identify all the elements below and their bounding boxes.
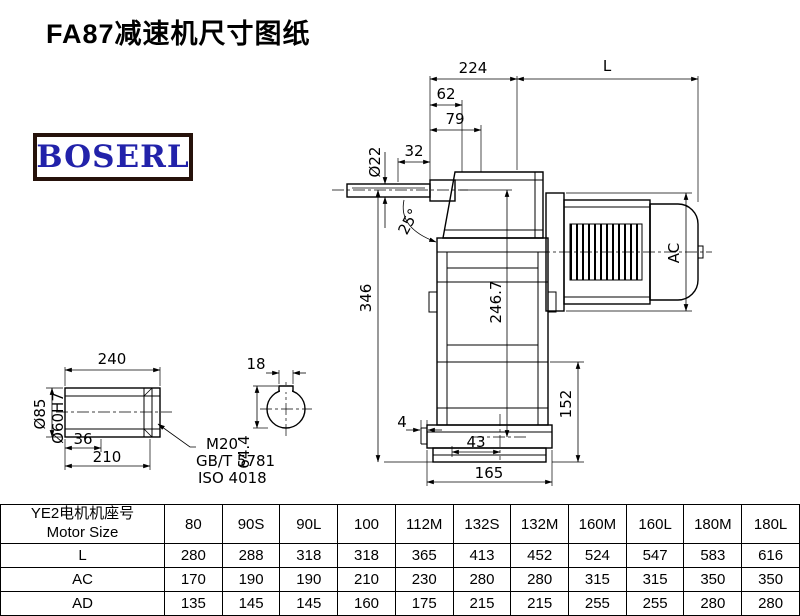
dim-62: 62	[436, 85, 455, 103]
dim-64-4: 64.4	[235, 435, 253, 468]
table-cell: 215	[452, 591, 512, 616]
dim-AC: AC	[665, 243, 683, 263]
dim-diameter-85: Ø85	[31, 399, 49, 430]
dimension-lines	[46, 76, 699, 486]
shaft-section-detail	[266, 385, 306, 429]
dim-165: 165	[475, 464, 504, 482]
dim-246-7: 246.7	[487, 281, 505, 324]
dim-18: 18	[246, 355, 265, 373]
table-cell: 215	[510, 591, 570, 616]
table-cell: 145	[221, 591, 281, 616]
motor-size-table: YE2电机机座号 Motor Size 80 90S 90L 100 112M …	[0, 504, 800, 616]
page-title: FA87减速机尺寸图纸	[46, 19, 311, 49]
table-cell: 315	[568, 567, 627, 592]
column-header-90l: 90L	[279, 504, 339, 544]
table-cell: 547	[625, 543, 685, 568]
table-cell: 210	[337, 567, 396, 592]
table-cell: 280	[683, 591, 743, 616]
column-header-160m: 160M	[568, 504, 627, 544]
column-header-132m: 132M	[510, 504, 570, 544]
table-cell: 255	[625, 591, 685, 616]
boserl-logo: BOSERL	[33, 133, 193, 181]
dim-4: 4	[397, 413, 407, 431]
dim-346: 346	[357, 284, 375, 313]
table-cell: 616	[741, 543, 800, 568]
table-cell: 452	[510, 543, 570, 568]
dim-152: 152	[557, 390, 575, 419]
table-cell: 365	[394, 543, 454, 568]
table-cell: 175	[394, 591, 454, 616]
column-header-160l: 160L	[625, 504, 685, 544]
dim-224: 224	[459, 59, 488, 77]
dim-79: 79	[445, 110, 464, 128]
table-cell: 230	[394, 567, 454, 592]
column-header-180l: 180L	[741, 504, 800, 544]
dim-L: L	[603, 57, 612, 75]
hollow-shaft-detail	[64, 387, 161, 438]
technical-drawing: 224 L 62 79 32 Ø22 25° 346 246.7 AC 152 …	[31, 57, 712, 487]
table-cell: 280	[510, 567, 570, 592]
dim-240: 240	[98, 350, 127, 368]
table-cell: 583	[683, 543, 743, 568]
table-cell: 350	[741, 567, 800, 592]
motor-size-header-en: Motor Size	[46, 524, 119, 541]
table-cell: 524	[568, 543, 627, 568]
column-header-112m: 112M	[394, 504, 454, 544]
table-cell: 255	[568, 591, 627, 616]
thread-spec-gb: GB/T 5781	[196, 452, 275, 470]
gearbox-housing	[420, 171, 557, 463]
dimension-labels: 224 L 62 79 32 Ø22 25° 346 246.7 AC 152 …	[31, 57, 683, 487]
dim-43: 43	[466, 433, 485, 451]
table-cell: 280	[741, 591, 800, 616]
dim-210: 210	[93, 448, 122, 466]
row-label-AC: AC	[0, 567, 165, 592]
table-cell: 315	[625, 567, 685, 592]
table-row-AD: AD 135 145 145 160 175 215 215 255 255 2…	[0, 591, 800, 616]
table-cell: 160	[337, 591, 396, 616]
input-shaft	[346, 179, 456, 202]
dim-32: 32	[404, 142, 423, 160]
column-header-132s: 132S	[452, 504, 512, 544]
thread-spec-m20: M20	[206, 435, 238, 453]
table-cell: 280	[164, 543, 223, 568]
table-header-row: YE2电机机座号 Motor Size 80 90S 90L 100 112M …	[0, 504, 800, 544]
table-row-L: L 280 288 318 318 365 413 452 524 547 58…	[0, 543, 800, 568]
table-cell: 190	[279, 567, 339, 592]
dim-diameter-22: Ø22	[366, 147, 384, 178]
motor-size-header: YE2电机机座号 Motor Size	[0, 504, 165, 544]
table-cell: 318	[279, 543, 339, 568]
table-cell: 288	[221, 543, 281, 568]
table-cell: 135	[164, 591, 223, 616]
row-label-AD: AD	[0, 591, 165, 616]
boserl-logo-text: BOSERL	[36, 138, 190, 175]
column-header-180m: 180M	[683, 504, 743, 544]
column-header-100: 100	[337, 504, 396, 544]
column-header-80: 80	[164, 504, 223, 544]
motor-size-header-cn: YE2电机机座号	[30, 505, 135, 523]
table-cell: 413	[452, 543, 512, 568]
thread-spec-iso: ISO 4018	[198, 469, 267, 487]
table-cell: 190	[221, 567, 281, 592]
table-row-AC: AC 170 190 190 210 230 280 280 315 315 3…	[0, 567, 800, 592]
row-label-L: L	[0, 543, 165, 568]
column-header-90s: 90S	[221, 504, 281, 544]
table-cell: 145	[279, 591, 339, 616]
table-cell: 170	[164, 567, 223, 592]
table-cell: 318	[337, 543, 396, 568]
table-cell: 280	[452, 567, 512, 592]
dim-36: 36	[73, 430, 92, 448]
table-cell: 350	[683, 567, 743, 592]
dim-diameter-60H7: Ø60H7	[49, 392, 67, 444]
